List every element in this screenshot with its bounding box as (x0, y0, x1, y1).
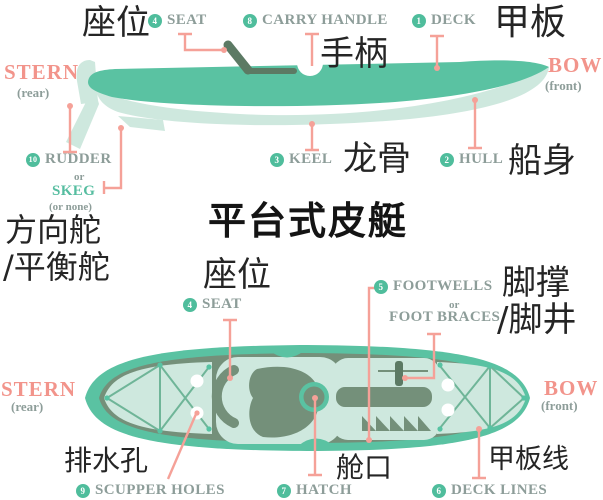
stern-label-top: STERN (1, 377, 77, 401)
center-channel (336, 387, 432, 407)
stern-bungee-cords (106, 364, 210, 432)
bow-bungee-cords (439, 365, 525, 429)
seat-leader (178, 32, 222, 52)
rudder-or-label: or (74, 171, 85, 183)
decklines-label-zh: 甲板线 (488, 444, 569, 475)
seat-badge: 4 (148, 13, 162, 28)
scupper-label-en: 9 SCUPPER HOLES (76, 483, 225, 498)
keel-label-en: 3 KEEL (270, 152, 332, 167)
bow-label-side: BOW (548, 53, 603, 77)
top-leader-dots (194, 375, 482, 443)
stern-bungee-anchors (104, 362, 212, 434)
carry-handle-label-en: 8 CARRY HANDLE (243, 13, 388, 28)
skeg-label-en: SKEG (52, 183, 96, 199)
footwells-label-en: 5 FOOTWELLS (374, 279, 492, 294)
diagram-title: 平台式皮艇 (208, 199, 409, 243)
rudder-label-zh2: /平衡舵 (3, 248, 110, 286)
seat-label-en: 4 SEAT (148, 13, 207, 28)
top-view-kayak (85, 345, 530, 451)
hull-badge: 2 (440, 152, 454, 167)
seat-side-view (223, 40, 297, 75)
hatch-label-zh: 舱口 (336, 451, 393, 484)
scupper-leader (166, 413, 198, 480)
footwells-label-zh2: /脚井 (497, 300, 577, 340)
decklines-label-en: 6 DECK LINES (432, 483, 547, 498)
hull-label-zh: 船身 (508, 141, 576, 181)
side-leader-lines (63, 32, 482, 194)
deck-badge: 1 (412, 13, 426, 28)
rudder-leader (63, 106, 77, 154)
bow-sub-side: (front) (545, 78, 582, 93)
footbraces-label-en: FOOT BRACES (389, 309, 501, 325)
rudder-label-zh: 方向舵 (5, 211, 102, 249)
bow-bungee-anchors (437, 362, 527, 432)
seat-pan (249, 366, 319, 438)
hatch-badge: 7 (277, 483, 291, 498)
keel-leader (305, 124, 319, 152)
footwells-badge: 5 (374, 279, 388, 294)
bow-label-top: BOW (544, 376, 599, 400)
carry-handle-leader (305, 32, 319, 66)
keel-badge: 3 (270, 152, 284, 167)
decklines-badge: 6 (432, 483, 446, 498)
hull-leader (468, 99, 482, 150)
rudder-badge: 10 (26, 152, 40, 167)
seat-top-label-zh: 座位 (203, 255, 271, 295)
carry-handle-label-zh: 手柄 (320, 34, 388, 74)
decklines-leader (472, 429, 486, 480)
hull-label-en: 2 HULL (440, 152, 503, 167)
stern-tankwell (104, 362, 212, 434)
side-view-kayak (66, 40, 549, 149)
scupper-badge: 9 (76, 483, 90, 498)
scupper-label-zh: 排水孔 (64, 444, 149, 477)
deck-label-en: 1 DECK (412, 13, 476, 28)
hatch-leader (308, 398, 322, 477)
seat-top-label-en: 4 SEAT (183, 297, 242, 312)
bow-well (437, 362, 526, 434)
skeg-sub-label: (or none) (49, 201, 92, 213)
carry-handle-notch (297, 50, 323, 76)
kayak-hull (96, 67, 549, 126)
footwells-label-zh: 脚撑 (502, 263, 570, 303)
stern-label-side: STERN (4, 60, 80, 84)
deck-label-zh: 甲板 (494, 2, 567, 43)
footbrace-pedal (395, 361, 403, 386)
footrest-ridges (362, 416, 431, 431)
hatch-label-en: 7 HATCH (277, 483, 352, 498)
footwells-or-label: or (449, 299, 460, 311)
side-leader-dots (67, 47, 478, 131)
top-carry-handle (269, 350, 305, 358)
rudder-label-en: 10 RUDDER (26, 152, 112, 167)
stern-sub-side: (rear) (17, 85, 50, 100)
stern-sub-top: (rear) (11, 399, 44, 414)
seat-backrest (211, 365, 239, 428)
kayak-deck (88, 60, 549, 107)
footbraces-leader (406, 332, 441, 380)
keel-label-zh: 龙骨 (343, 139, 411, 179)
seat-top-badge: 4 (183, 297, 197, 312)
skeg-leader (102, 129, 123, 194)
skeg-fin (118, 116, 165, 131)
rudder-fin (66, 86, 99, 149)
seat-label-zh: 座位 (82, 3, 150, 43)
deck-leader (430, 34, 444, 67)
seat-top-leader (223, 318, 237, 378)
bow-sub-top: (front) (541, 398, 578, 413)
carry-handle-badge: 8 (243, 13, 257, 28)
